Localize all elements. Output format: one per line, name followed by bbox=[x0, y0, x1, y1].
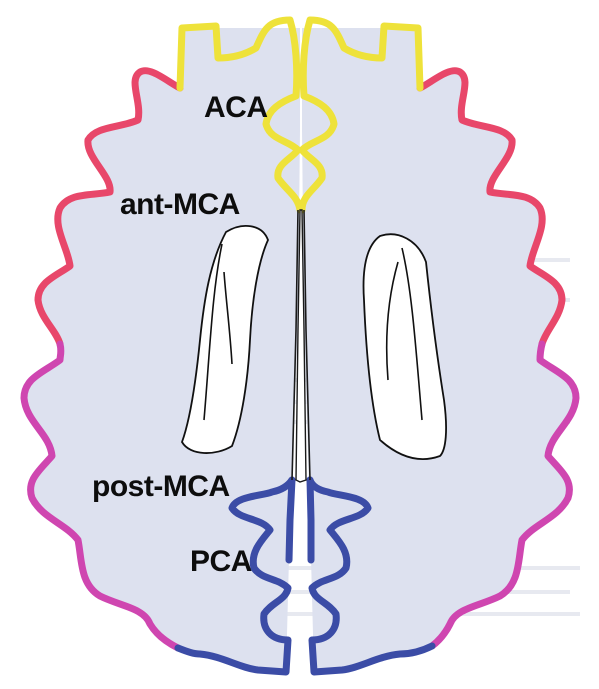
label-ant-mca: ant-MCA bbox=[120, 190, 240, 220]
territory-pca-left-inner bbox=[289, 480, 292, 560]
label-pca: PCA bbox=[190, 547, 252, 577]
territory-pca-right-inner bbox=[310, 480, 311, 560]
label-aca: ACA bbox=[204, 93, 268, 123]
label-post-mca: post-MCA bbox=[92, 472, 230, 502]
